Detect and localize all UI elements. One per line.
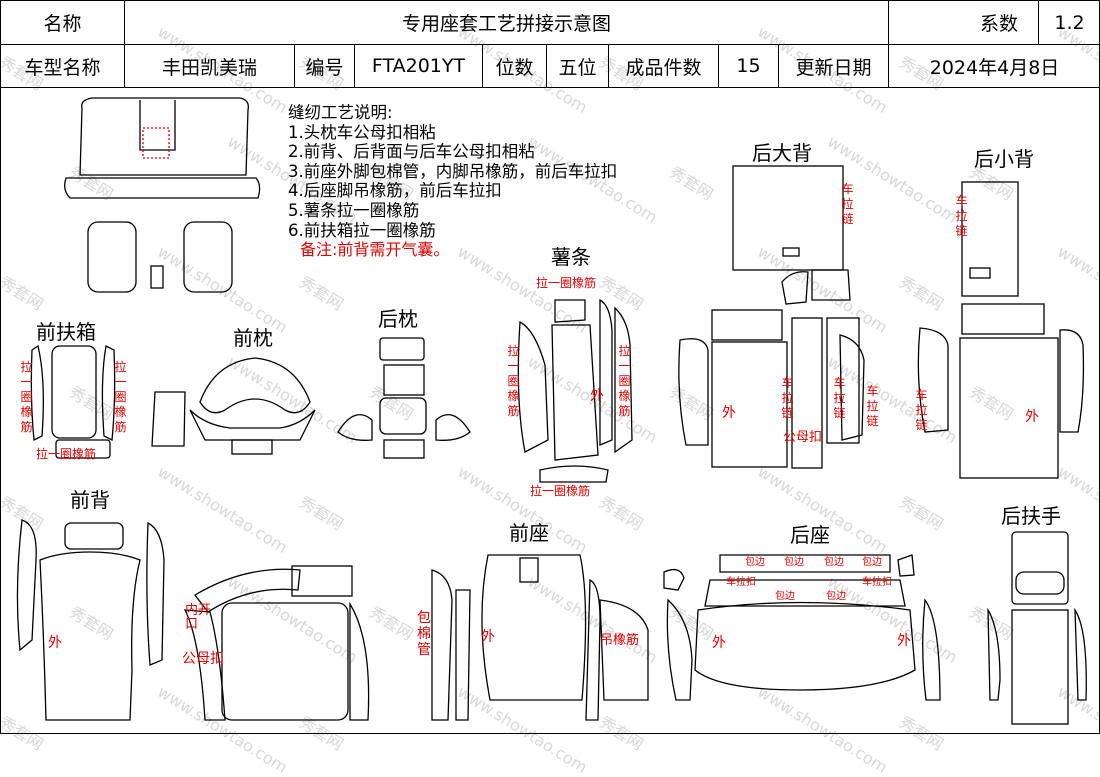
notes-remark: 备注:前背需开气囊。 [300, 240, 450, 260]
note-zipper-small-back: 车拉链 [955, 194, 968, 238]
note-item: 5.薯条拉一圈橡筋 [288, 200, 420, 220]
note-outer-strip: 外 [590, 388, 604, 404]
sewing-notes: 缝纫工艺说明: 1.头枕车公母扣相粘 2.前背、后背面与后车公母扣相粘 3.前座… [288, 103, 617, 260]
note-edge-4: 包边 [862, 557, 882, 568]
rear-armrest-pieces [987, 531, 1087, 725]
label-rear-armrest: 后扶手 [1001, 504, 1061, 528]
note-edge-5: 包边 [775, 591, 795, 602]
note-outer-front-back: 外 [48, 635, 62, 651]
note-item: 4.后座脚吊橡筋，前后车拉扣 [288, 181, 502, 201]
note-elastic-loop-v-right: 拉一圈橡筋 [114, 360, 127, 434]
pieces-label: 成品件数 [608, 44, 719, 88]
note-sew-snap-left: 车拉扣 [726, 577, 756, 588]
note-padding-tube: 包棉管 [417, 610, 431, 658]
note-item: 3.前座外脚包棉管，内脚吊橡筋，前后车拉扣 [288, 161, 618, 181]
label-rear-small-back: 后小背 [974, 147, 1034, 171]
note-item: 1.头枕车公母扣相粘 [288, 122, 436, 142]
note-edge-1: 包边 [745, 557, 765, 568]
date-label: 更新日期 [777, 44, 890, 88]
label-rear-big-back: 后大背 [752, 141, 812, 165]
seats-value: 五位 [546, 44, 609, 88]
note-outer-rear-seat-left: 外 [712, 635, 726, 651]
label-rear-pillow: 后枕 [378, 307, 418, 331]
note-elastic-loop-v-strip-left: 拉一圈橡筋 [507, 344, 520, 418]
note-edge-3: 包边 [824, 557, 844, 568]
note-elastic-loop-v-left: 拉一圈橡筋 [20, 360, 33, 434]
note-sew-snap-right: 车拉扣 [862, 577, 892, 588]
front-pillow-pieces [151, 357, 316, 455]
notes-title: 缝纫工艺说明: [288, 103, 393, 122]
note-elastic-loop-armrest: 拉一圈橡筋 [36, 447, 97, 461]
title-block: 名称 专用座套工艺拼接示意图 系数 1.2 车型名称 丰田凯美瑞 编号 FTA2… [0, 0, 1100, 88]
rear-big-back-pieces [678, 165, 865, 469]
strip-pieces [517, 298, 633, 483]
pattern-pieces [16, 97, 1087, 725]
seats-label: 位数 [482, 44, 547, 88]
label-front-back: 前背 [70, 488, 110, 512]
note-outer-big-back: 外 [722, 405, 736, 421]
note-outer-small-back: 外 [1025, 409, 1039, 425]
rear-pillow-pieces [337, 337, 471, 459]
note-snap-front-back: 公母扣 [182, 651, 224, 667]
note-snap-big-back: 公母扣 [783, 430, 823, 445]
note-item: 6.前扶箱拉一圈橡筋 [288, 220, 436, 240]
date-value: 2024年4月8日 [888, 44, 1100, 88]
note-edge-2: 包边 [784, 557, 804, 568]
note-elastic-loop-v-strip-right: 拉一圈橡筋 [618, 344, 631, 418]
rear-small-back-pieces [917, 181, 1085, 479]
note-edge-6: 包边 [826, 591, 846, 602]
coef-value: 1.2 [1038, 0, 1100, 45]
rear-seat-pieces [663, 554, 941, 701]
drawing-title: 专用座套工艺拼接示意图 [123, 0, 890, 45]
model-value: 丰田凯美瑞 [124, 44, 295, 88]
label-front-pillow: 前枕 [233, 326, 273, 350]
note-inner-open: 内开口 [185, 603, 212, 632]
seat-overview-icon [64, 97, 261, 293]
label-strips: 薯条 [551, 245, 591, 269]
label-front-armrest: 前扶箱 [36, 320, 96, 344]
note-zipper-big-back: 车拉链 [841, 182, 854, 226]
label-front-seat: 前座 [509, 521, 549, 545]
front-armrest-pieces [30, 344, 116, 459]
note-hanging-elastic: 吊橡筋 [600, 633, 640, 648]
note-elastic-loop-bottom: 拉一圈橡筋 [530, 484, 591, 498]
note-outer-rear-seat-right: 外 [897, 633, 911, 649]
note-outer-front-seat: 外 [481, 629, 495, 645]
front-seat-pieces [431, 554, 649, 721]
pieces-value: 15 [718, 44, 779, 88]
front-back-pieces [16, 519, 370, 721]
note-item: 2.前背、后背面与后车公母扣相粘 [288, 142, 535, 162]
note-zipper-big-back-1: 车拉链 [781, 376, 794, 420]
model-label: 车型名称 [0, 44, 125, 88]
note-elastic-loop-top: 拉一圈橡筋 [536, 276, 597, 290]
note-zipper-small-back-2: 车拉链 [915, 388, 928, 432]
label-rear-seat: 后座 [790, 523, 830, 547]
note-zipper-big-back-3: 车拉链 [866, 384, 879, 428]
note-zipper-big-back-2: 车拉链 [833, 376, 846, 420]
code-value: FTA201YT [354, 44, 483, 88]
